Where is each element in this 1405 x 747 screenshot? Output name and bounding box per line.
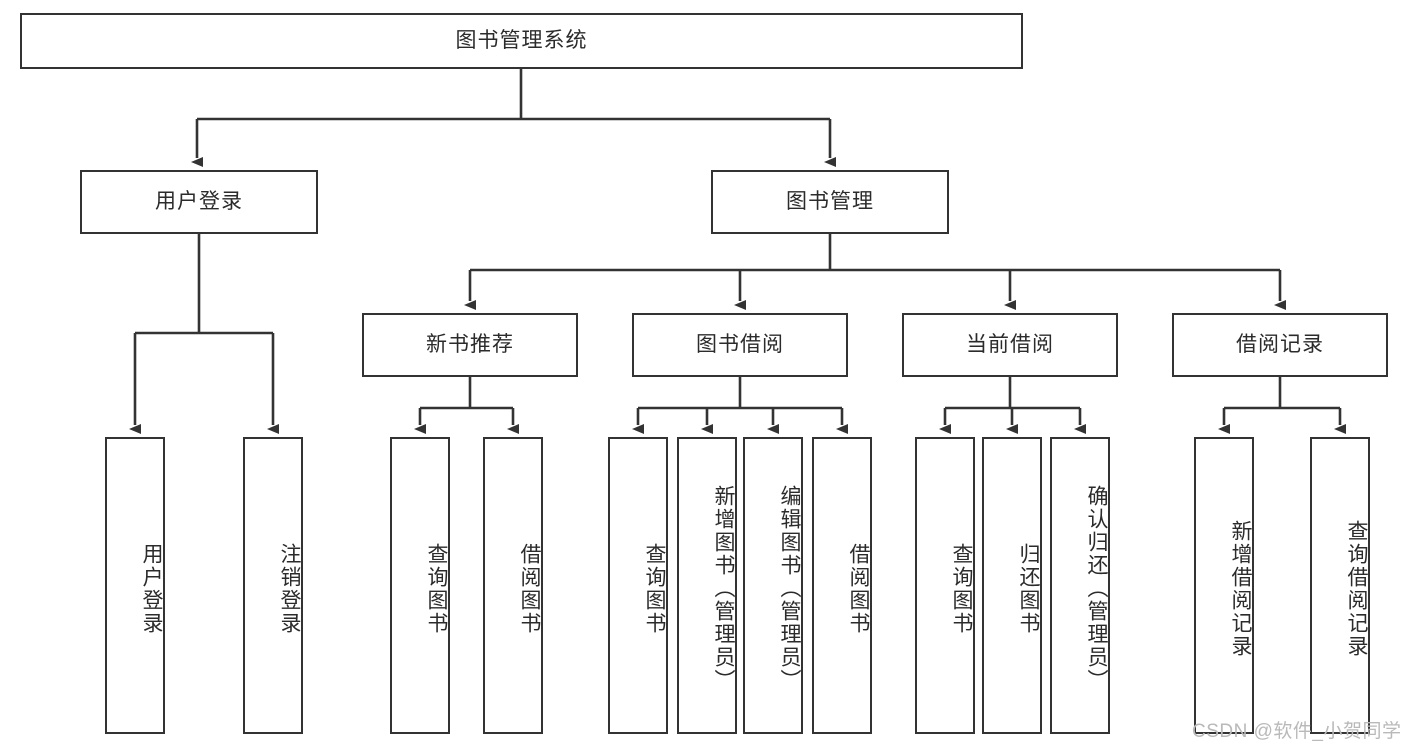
node-book-manage[interactable]: 图书管理 [711, 170, 949, 234]
node-book-borrow[interactable]: 图书借阅 [632, 313, 848, 377]
node-borrow-record-label: 借阅记录 [1236, 333, 1324, 357]
watermark: CSDN @软件_小贺同学 [1192, 721, 1402, 742]
node-leaf-return-book[interactable]: 归还图书 [982, 437, 1042, 734]
node-leaf-add-book-label: 新增图书（管理员） [712, 485, 735, 692]
node-book-borrow-label: 图书借阅 [696, 333, 784, 357]
node-root[interactable]: 图书管理系统 [20, 13, 1023, 69]
node-leaf-query-record[interactable]: 查询借阅记录 [1310, 437, 1370, 734]
node-leaf-query-record-label: 查询借阅记录 [1345, 519, 1368, 658]
node-leaf-add-record-label: 新增借阅记录 [1229, 519, 1252, 658]
node-leaf-add-book[interactable]: 新增图书（管理员） [677, 437, 737, 734]
node-current-borrow[interactable]: 当前借阅 [902, 313, 1118, 377]
node-leaf-user-logout[interactable]: 注销登录 [243, 437, 303, 734]
node-leaf-query-book-2[interactable]: 查询图书 [608, 437, 668, 734]
node-leaf-query-book-2-label: 查询图书 [643, 542, 666, 635]
node-leaf-add-record[interactable]: 新增借阅记录 [1194, 437, 1254, 734]
node-book-manage-label: 图书管理 [786, 190, 874, 214]
node-user-login[interactable]: 用户登录 [80, 170, 318, 234]
node-leaf-user-login[interactable]: 用户登录 [105, 437, 165, 734]
node-leaf-query-book-1[interactable]: 查询图书 [390, 437, 450, 734]
node-current-borrow-label: 当前借阅 [966, 333, 1054, 357]
node-leaf-borrow-book-2[interactable]: 借阅图书 [812, 437, 872, 734]
node-leaf-borrow-book-2-label: 借阅图书 [847, 542, 870, 635]
node-leaf-query-book-1-label: 查询图书 [425, 542, 448, 635]
node-leaf-user-login-label: 用户登录 [140, 542, 163, 635]
node-leaf-query-book-3[interactable]: 查询图书 [915, 437, 975, 734]
node-new-book-rec[interactable]: 新书推荐 [362, 313, 578, 377]
node-leaf-return-book-label: 归还图书 [1017, 542, 1040, 635]
node-root-label: 图书管理系统 [455, 29, 588, 53]
node-user-login-label: 用户登录 [155, 190, 243, 214]
node-leaf-borrow-book-1[interactable]: 借阅图书 [483, 437, 543, 734]
node-new-book-rec-label: 新书推荐 [426, 333, 514, 357]
node-leaf-edit-book-label: 编辑图书（管理员） [778, 485, 801, 692]
node-leaf-confirm-return-label: 确认归还（管理员） [1085, 485, 1108, 692]
node-leaf-edit-book[interactable]: 编辑图书（管理员） [743, 437, 803, 734]
node-leaf-query-book-3-label: 查询图书 [950, 542, 973, 635]
node-leaf-borrow-book-1-label: 借阅图书 [518, 542, 541, 635]
node-borrow-record[interactable]: 借阅记录 [1172, 313, 1388, 377]
node-leaf-confirm-return[interactable]: 确认归还（管理员） [1050, 437, 1110, 734]
node-leaf-user-logout-label: 注销登录 [278, 542, 301, 635]
